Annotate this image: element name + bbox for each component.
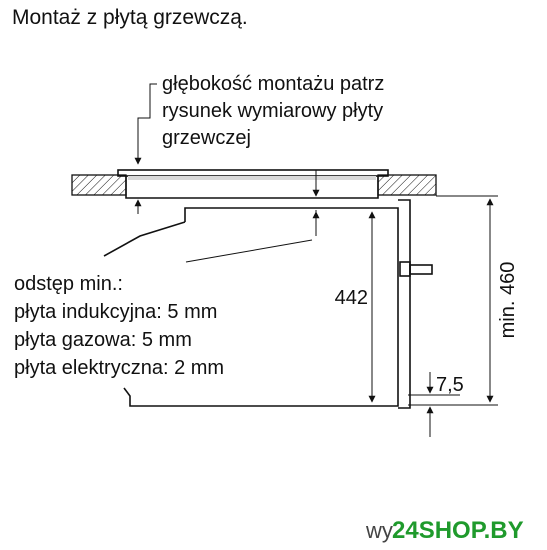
oven-door [398, 199, 411, 409]
clearance-note: odstęp min.: płyta indukcyjna: 5 mm płyt… [14, 273, 224, 379]
clearance-line-1: odstęp min.: [14, 273, 123, 295]
depth-note-line-3: grzewczej [162, 127, 251, 149]
oven-knob [409, 264, 433, 275]
hob-glass [117, 169, 389, 177]
clearance-line-4: płyta elektryczna: 2 mm [14, 357, 224, 379]
page-title: Montaż z płytą grzewczą. [12, 6, 248, 29]
dimension-442: 442 [335, 211, 376, 403]
depth-note-line-1: głębokość montażu patrz [162, 73, 384, 95]
depth-note-leader [134, 83, 157, 165]
oven-back-slope [103, 221, 186, 257]
watermark-brand: 24SHOP.BY [392, 517, 524, 544]
watermark-prefix: wy [365, 518, 393, 543]
dim-460-label: min. 460 [497, 262, 519, 339]
depth-note-line-2: rysunek wymiarowy płyty [162, 100, 383, 122]
hob-body [125, 176, 379, 199]
dimension-460: min. 460 [408, 195, 519, 406]
worktop-right [377, 174, 437, 196]
oven-knob-base [399, 261, 411, 277]
worktop-left [71, 174, 127, 196]
depth-note: głębokość montażu patrz rysunek wymiarow… [134, 73, 384, 165]
worktop [71, 174, 437, 196]
watermark: wy 24SHOP.BY [365, 517, 524, 544]
dimension-7-5: 7,5 [408, 372, 464, 437]
hob [117, 169, 389, 199]
oven [103, 199, 433, 409]
hob-rim [128, 176, 376, 180]
dim-75-label: 7,5 [436, 374, 464, 396]
clearance-line-2: płyta indukcyjna: 5 mm [14, 301, 217, 323]
clearance-leader [185, 239, 313, 263]
oven-body [123, 207, 399, 407]
dim-442-label: 442 [335, 287, 368, 309]
clearance-line-3: płyta gazowa: 5 mm [14, 329, 192, 351]
